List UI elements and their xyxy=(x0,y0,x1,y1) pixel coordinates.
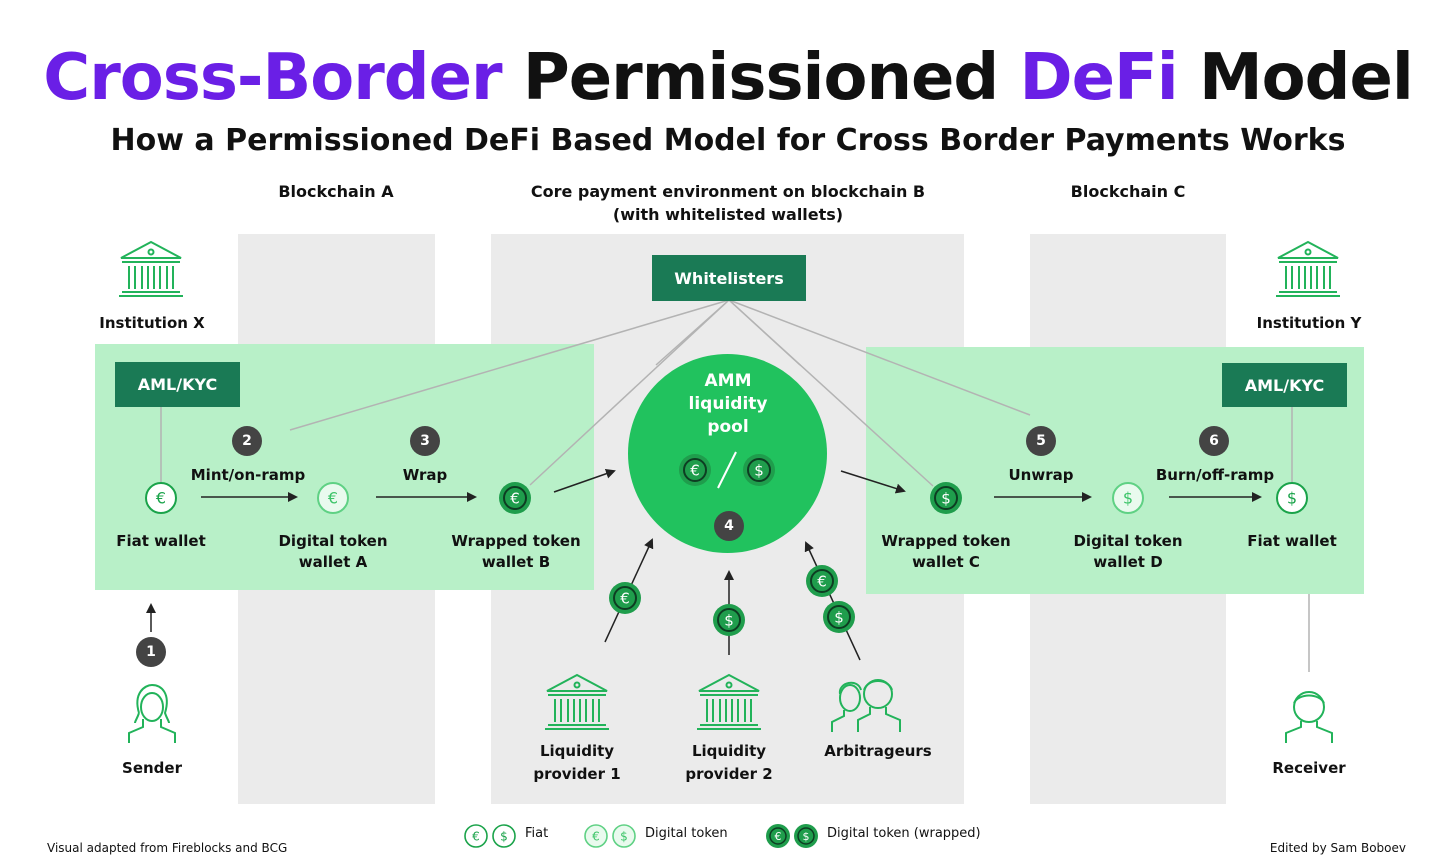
dollar-coin-icon: $ xyxy=(823,601,855,633)
people-icon xyxy=(831,679,901,732)
title-part-1: Cross-Border xyxy=(43,41,502,115)
legend-fiat-coins: € $ xyxy=(464,824,516,848)
title-part-3: DeFi xyxy=(1019,41,1179,115)
pool-slash xyxy=(717,451,737,489)
euro-coin-icon: € xyxy=(317,482,349,514)
legend-wrapped-coins: € $ xyxy=(766,824,818,848)
svg-text:€: € xyxy=(592,830,600,844)
svg-text:$: $ xyxy=(834,609,844,627)
digital-wallet-d-line1: Digital token xyxy=(1073,532,1183,550)
svg-text:$: $ xyxy=(754,462,764,480)
burn-off-ramp-label: Burn/off-ramp xyxy=(1155,466,1275,484)
step-1-badge: 1 xyxy=(136,637,166,667)
bank-building-icon xyxy=(545,673,609,730)
arbitrageurs-label: Arbitrageurs xyxy=(824,742,932,760)
digital-wallet-a-line1: Digital token xyxy=(278,532,388,550)
wrapped-wallet-c-line2: wallet C xyxy=(912,553,980,571)
page-subtitle: How a Permissioned DeFi Based Model for … xyxy=(110,123,1346,158)
legend-fiat-label: Fiat xyxy=(525,826,549,841)
euro-coin-icon: € xyxy=(145,482,177,514)
euro-coin-icon: € xyxy=(499,482,531,514)
bank-building-icon xyxy=(697,673,761,730)
svg-text:€: € xyxy=(817,573,827,591)
wrapped-wallet-b-line2: wallet B xyxy=(481,553,551,571)
institution-x-label: Institution X xyxy=(99,314,205,332)
liquidity-provider-2-line1: Liquidity xyxy=(691,742,767,760)
step-5-badge: 5 xyxy=(1026,426,1056,456)
wrapped-wallet-b-line1: Wrapped token xyxy=(451,532,581,550)
liquidity-provider-1-line1: Liquidity xyxy=(539,742,615,760)
person-icon xyxy=(1285,691,1333,743)
wrapped-wallet-c-line1: Wrapped token xyxy=(881,532,1011,550)
svg-text:€: € xyxy=(510,490,520,508)
digital-wallet-d-line2: wallet D xyxy=(1093,553,1163,571)
aml-kyc-left-box: AML/KYC xyxy=(115,362,240,407)
legend-digital-label: Digital token xyxy=(645,826,728,841)
svg-text:€: € xyxy=(156,489,166,508)
bank-building-icon xyxy=(119,240,183,297)
header-blockchain-a: Blockchain A xyxy=(278,182,394,201)
svg-text:€: € xyxy=(775,830,782,843)
svg-text:€: € xyxy=(690,462,700,480)
svg-text:$: $ xyxy=(1123,489,1133,508)
step-2-badge: 2 xyxy=(232,426,262,456)
page-title: Cross-Border Permissioned DeFi Model xyxy=(0,38,1456,118)
euro-coin-icon: € xyxy=(609,582,641,614)
svg-text:€: € xyxy=(620,590,630,608)
fiat-wallet-left-label: Fiat wallet xyxy=(116,532,206,550)
dollar-coin-icon: $ xyxy=(930,482,962,514)
svg-text:€: € xyxy=(328,489,338,508)
liquidity-provider-1-line2: provider 1 xyxy=(533,765,621,783)
svg-text:$: $ xyxy=(620,830,628,844)
fiat-wallet-right-label: Fiat wallet xyxy=(1247,532,1337,550)
dollar-coin-icon: $ xyxy=(743,454,775,486)
svg-text:€: € xyxy=(472,830,480,844)
svg-text:$: $ xyxy=(941,490,951,508)
euro-coin-icon: € xyxy=(679,454,711,486)
unwrap-label: Unwrap xyxy=(1008,466,1074,484)
liquidity-provider-2-line2: provider 2 xyxy=(685,765,773,783)
aml-kyc-right-box: AML/KYC xyxy=(1222,363,1347,407)
whitelisters-box: Whitelisters xyxy=(652,255,806,301)
pool-label-line2: liquidity xyxy=(688,394,768,414)
svg-text:$: $ xyxy=(1287,489,1297,508)
header-core-line2: (with whitelisted wallets) xyxy=(612,205,844,224)
receiver-label: Receiver xyxy=(1272,759,1346,777)
institution-y-label: Institution Y xyxy=(1256,314,1362,332)
step-3-badge: 3 xyxy=(410,426,440,456)
legend-wrapped-label: Digital token (wrapped) xyxy=(827,826,981,841)
svg-text:$: $ xyxy=(803,830,810,843)
step-6-badge: 6 xyxy=(1199,426,1229,456)
svg-text:$: $ xyxy=(724,612,734,630)
dollar-coin-icon: $ xyxy=(1112,482,1144,514)
title-part-4: Model xyxy=(1198,41,1414,115)
euro-coin-icon: € xyxy=(806,565,838,597)
title-part-2: Permissioned xyxy=(522,41,999,115)
pool-label-line1: AMM xyxy=(704,371,752,391)
mint-on-ramp-label: Mint/on-ramp xyxy=(190,466,306,484)
dollar-coin-icon: $ xyxy=(1276,482,1308,514)
wrap-label: Wrap xyxy=(402,466,448,484)
footer-source: Visual adapted from Fireblocks and BCG xyxy=(47,841,288,855)
header-blockchain-c: Blockchain C xyxy=(1070,182,1186,201)
dollar-coin-icon: $ xyxy=(713,604,745,636)
digital-wallet-a-line2: wallet A xyxy=(298,553,368,571)
pool-label-line3: pool xyxy=(707,417,749,437)
person-icon xyxy=(128,683,176,743)
step-4-badge: 4 xyxy=(714,511,744,541)
sender-label: Sender xyxy=(122,759,182,777)
svg-text:$: $ xyxy=(500,830,508,844)
legend-digital-coins: € $ xyxy=(584,824,636,848)
footer-editor: Edited by Sam Boboev xyxy=(1269,841,1406,855)
header-core-line1: Core payment environment on blockchain B xyxy=(530,182,926,201)
bank-building-icon xyxy=(1276,240,1340,297)
